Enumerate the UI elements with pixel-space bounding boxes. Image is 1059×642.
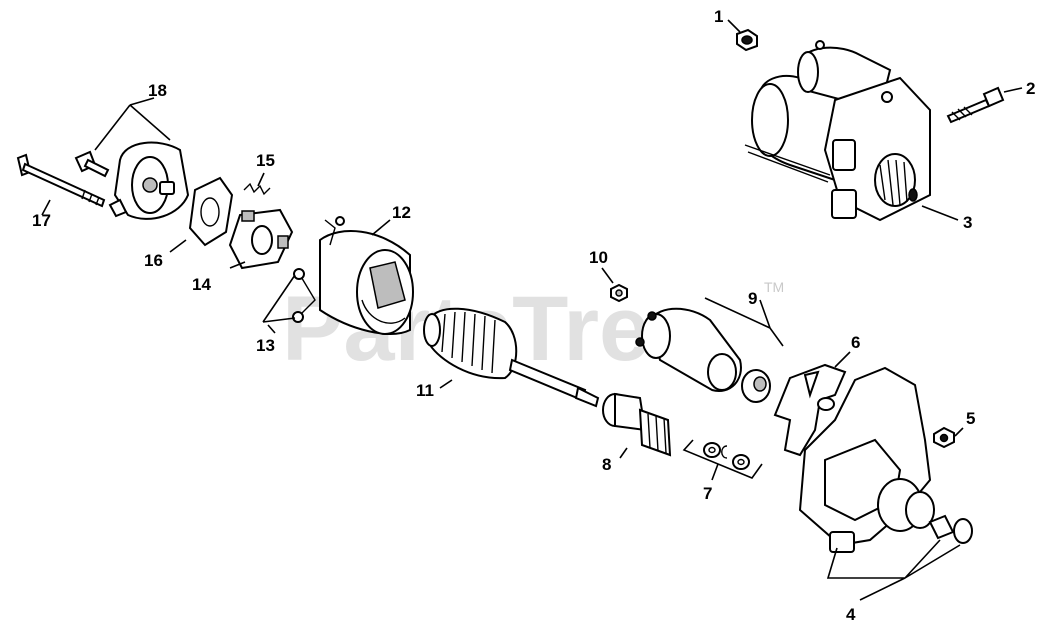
part-12-field-frame[interactable]	[319, 216, 414, 335]
callout-4: 4	[846, 605, 856, 624]
part-1-nut[interactable]	[736, 28, 758, 52]
callout-8: 8	[602, 455, 611, 474]
watermark-tm: TM	[764, 279, 784, 295]
callout-6: 6	[851, 333, 860, 352]
callout-12: 12	[392, 203, 411, 222]
callout-9: 9	[748, 289, 757, 308]
part-6-shift-lever[interactable]	[773, 363, 847, 457]
part-15-spring[interactable]	[243, 182, 271, 196]
callout-15: 15	[256, 151, 275, 170]
callout-7: 7	[703, 484, 712, 503]
part-14-brush-holder[interactable]	[228, 208, 294, 270]
part-17-through-bolt[interactable]	[16, 153, 106, 208]
part-13-brush-leads[interactable]	[292, 268, 316, 323]
callout-2: 2	[1026, 79, 1035, 98]
callout-17: 17	[32, 211, 51, 230]
part-7-washer-set[interactable]	[703, 442, 750, 470]
callout-16: 16	[144, 251, 163, 270]
part-5-nut[interactable]	[933, 426, 955, 449]
part-11-armature[interactable]	[423, 307, 600, 408]
leader-lines	[41, 19, 1023, 601]
part-18-end-cover[interactable]	[74, 141, 190, 220]
callout-13: 13	[256, 336, 275, 355]
callout-1: 1	[714, 7, 723, 26]
part-9-solenoid[interactable]	[635, 307, 771, 403]
callout-5: 5	[966, 409, 975, 428]
callout-10: 10	[589, 248, 608, 267]
part-2-bolt[interactable]	[946, 86, 1005, 124]
part-4-drive-housing[interactable]	[798, 366, 973, 553]
part-10-nut[interactable]	[610, 283, 628, 303]
callout-14: 14	[192, 275, 211, 294]
part-8-pinion-clutch[interactable]	[602, 392, 672, 457]
callout-18: 18	[148, 81, 167, 100]
part-3-starter-assembly[interactable]	[744, 40, 931, 222]
callout-11: 11	[416, 381, 434, 400]
part-16-plate[interactable]	[188, 176, 234, 247]
callout-labels: 1 2 3 4 5 6 7 8 9 10 11 12 13 14 15 16 1…	[32, 7, 1035, 624]
callout-3: 3	[963, 213, 972, 232]
